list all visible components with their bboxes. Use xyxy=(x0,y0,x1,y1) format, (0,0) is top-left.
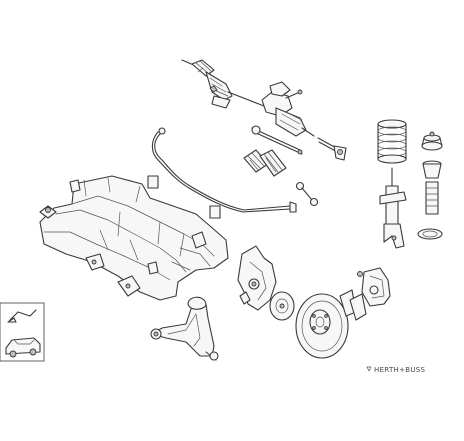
lower-control-arm xyxy=(150,296,219,361)
bump-stop xyxy=(422,160,442,215)
stabilizer-link xyxy=(295,181,319,207)
strut-mount xyxy=(421,131,443,151)
subframe xyxy=(39,175,229,301)
tie-rod-end xyxy=(317,137,347,161)
steering-knuckle xyxy=(237,245,277,311)
tie-rod-inner xyxy=(251,125,303,155)
vehicle-position-icon xyxy=(0,302,45,362)
steering-rack xyxy=(181,59,315,137)
spring-seat xyxy=(417,228,443,240)
stabilizer-bar xyxy=(147,127,297,219)
brake-pads xyxy=(339,289,367,321)
wheel-hub xyxy=(269,291,295,321)
brand-logo-icon xyxy=(366,366,372,372)
brake-caliper xyxy=(357,267,391,307)
shock-absorber xyxy=(379,167,407,249)
steering-boot-right xyxy=(259,149,287,177)
steering-boot-left xyxy=(243,149,269,173)
brake-disc xyxy=(295,293,349,359)
brand-watermark: HERTH+BUSS xyxy=(374,366,426,374)
coil-spring xyxy=(377,119,407,164)
